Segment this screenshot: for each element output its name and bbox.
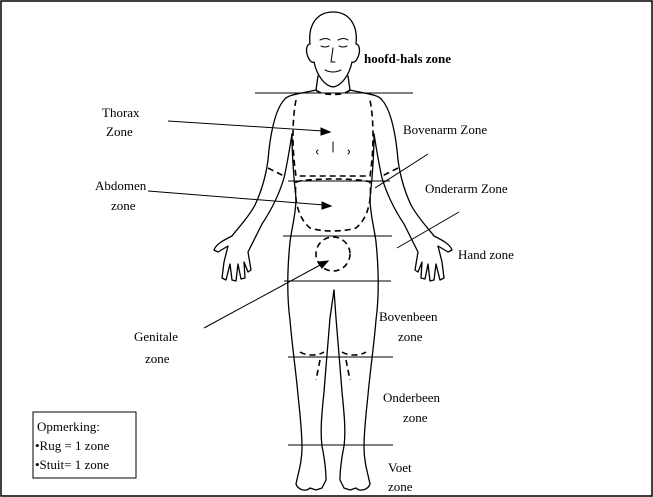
note-title: Opmerking: (37, 419, 100, 434)
label-thorax-2: Zone (106, 124, 133, 139)
label-foot-2: zone (388, 479, 413, 494)
label-hand: Hand zone (458, 247, 514, 262)
note-line-2: •Stuit= 1 zone (35, 457, 109, 472)
label-upper-arm: Bovenarm Zone (403, 122, 487, 137)
label-forearm: Onderarm Zone (425, 181, 508, 196)
label-thigh-2: zone (398, 329, 423, 344)
label-genital-2: zone (145, 351, 170, 366)
label-foot-1: Voet (388, 460, 412, 475)
label-abdomen-1: Abdomen (95, 178, 147, 193)
label-head-neck: hoofd-hals zone (364, 51, 451, 66)
label-lower-leg-2: zone (403, 410, 428, 425)
label-abdomen-2: zone (111, 198, 136, 213)
label-thigh-1: Bovenbeen (379, 309, 438, 324)
label-genital-1: Genitale (134, 329, 178, 344)
note-box: Opmerking: •Rug = 1 zone •Stuit= 1 zone (33, 412, 136, 478)
label-lower-leg-1: Onderbeen (383, 390, 441, 405)
note-line-1: •Rug = 1 zone (35, 438, 110, 453)
label-thorax-1: Thorax (102, 105, 140, 120)
